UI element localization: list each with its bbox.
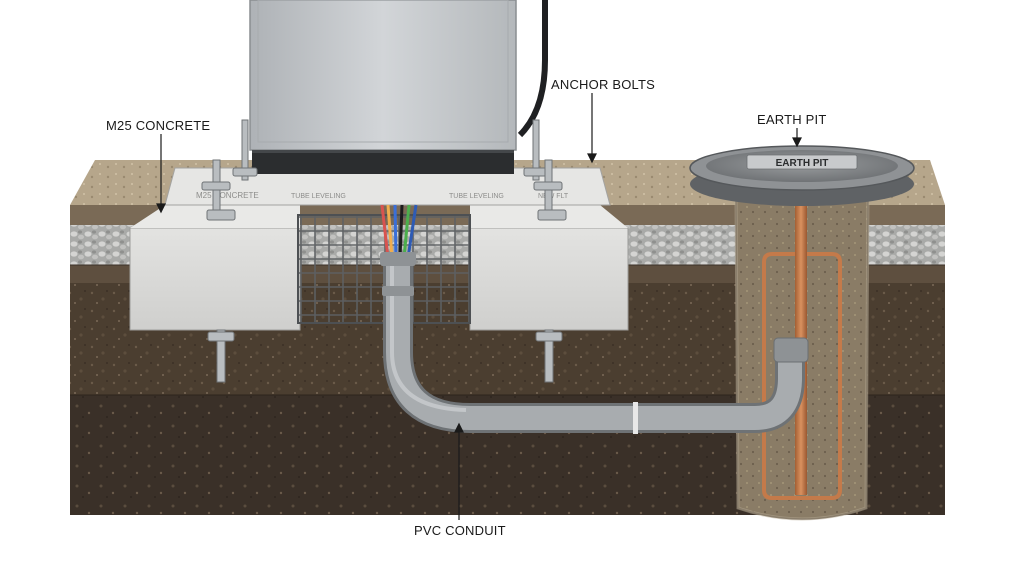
earth-pit-cover-text: EARTH PIT	[776, 158, 829, 169]
label-earth-pit: EARTH PIT	[757, 112, 827, 127]
electrical-cabinet	[249, 0, 548, 174]
plate-label-mid2: TUBE LEVELING	[449, 193, 504, 200]
cable-bundle	[380, 204, 418, 259]
label-pvc-conduit: PVC CONDUIT	[414, 523, 506, 538]
plate-label-left: M25 CONCRETE	[196, 191, 259, 200]
plate-label-mid1: TUBE LEVELING	[291, 193, 346, 200]
earth-pit-cover: EARTH PIT	[689, 145, 915, 206]
concrete-foundation-left	[129, 205, 301, 331]
base-plate: M25 CONCRETE TUBE LEVELING TUBE LEVELING…	[164, 167, 611, 206]
concrete-foundation-right	[469, 205, 629, 331]
label-anchor-bolts: ANCHOR BOLTS	[551, 77, 656, 92]
pvc-conduit	[380, 252, 809, 434]
anchor-bolts	[201, 119, 567, 383]
callout-leaders	[156, 93, 802, 520]
plate-label-right: NEW FLT	[538, 193, 569, 200]
label-m25-concrete: M25 CONCRETE	[106, 118, 211, 133]
